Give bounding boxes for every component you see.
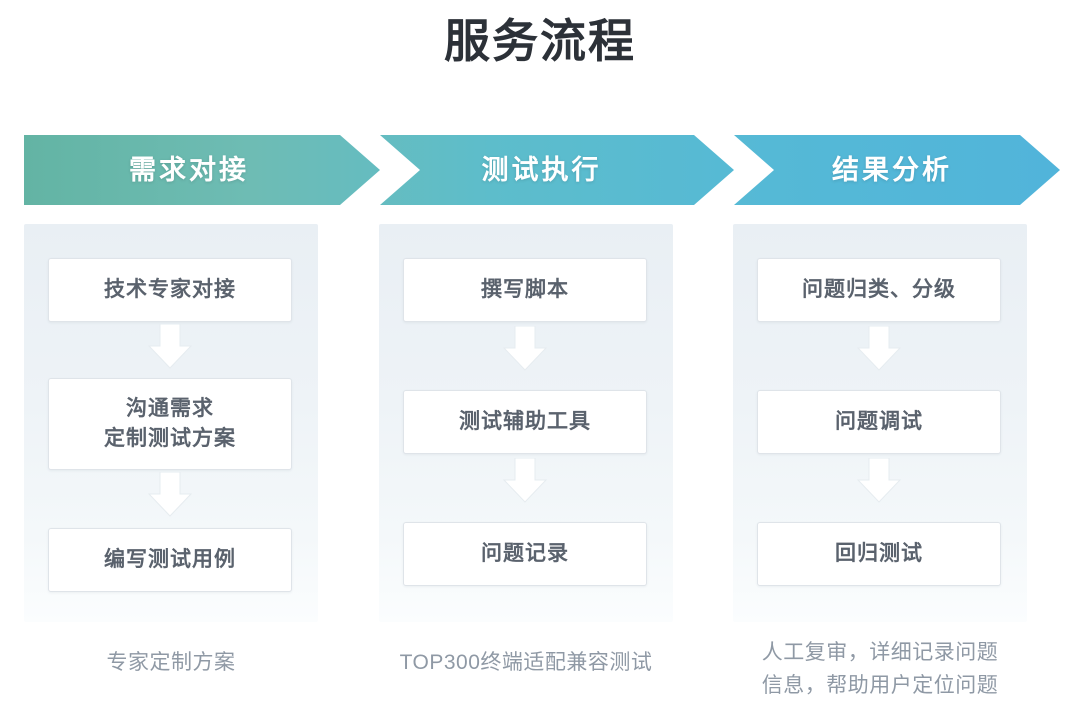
node-label: 撰写脚本 [481,278,569,301]
node-label: 问题调试 [835,410,923,433]
page-title: 服务流程 [444,15,636,67]
node-stack-3: 问题归类、分级 问题调试 回归测试 [757,258,1003,598]
node-label: 编写测试用例 [104,548,236,571]
node-box[interactable]: 问题调试 [757,390,1001,454]
node-label: 问题记录 [481,542,569,565]
node-box[interactable]: 编写测试用例 [48,528,292,592]
node-label: 技术专家对接 [104,278,236,301]
caption-requirement-docking: 专家定制方案 [106,651,236,674]
node-label: 问题归类、分级 [802,278,956,301]
node-box[interactable]: 问题记录 [403,522,647,586]
arrow-down-icon [853,458,905,504]
arrow-down-icon [144,324,196,370]
node-stack-1: 技术专家对接 沟通需求 定制测试方案 编写测试用例 [48,258,294,598]
arrow-down-icon [499,326,551,372]
column-captions: 专家定制方案 TOP300终端适配兼容测试 人工复审，详细记录问题 信息，帮助用… [24,636,1060,716]
column-panel-result-analysis: 问题归类、分级 问题调试 回归测试 [733,224,1027,622]
column-panel-requirement-docking: 技术专家对接 沟通需求 定制测试方案 编写测试用例 [24,224,318,622]
arrow-down-icon [144,472,196,518]
node-label: 测试辅助工具 [459,410,591,433]
chevron-strip-graphic [24,135,1060,205]
node-box[interactable]: 技术专家对接 [48,258,292,322]
caption-test-execution: TOP300终端适配兼容测试 [399,651,653,674]
node-box[interactable]: 测试辅助工具 [403,390,647,454]
arrow-down-icon [853,326,905,372]
caption-result-analysis: 人工复审，详细记录问题 信息，帮助用户定位问题 [761,641,999,697]
node-box[interactable]: 回归测试 [757,522,1001,586]
node-box[interactable]: 沟通需求 定制测试方案 [48,378,292,470]
process-columns: 技术专家对接 沟通需求 定制测试方案 编写测试用例 撰写脚本 [24,224,1060,622]
node-box[interactable]: 撰写脚本 [403,258,647,322]
node-box[interactable]: 问题归类、分级 [757,258,1001,322]
node-label: 沟通需求 定制测试方案 [104,397,236,450]
arrow-down-icon [499,458,551,504]
process-step-banner: 需求对接 测试执行 结果分析 [24,135,1060,205]
node-label: 回归测试 [835,542,923,565]
column-panel-test-execution: 撰写脚本 测试辅助工具 问题记录 [379,224,673,622]
node-stack-2: 撰写脚本 测试辅助工具 问题记录 [403,258,649,598]
